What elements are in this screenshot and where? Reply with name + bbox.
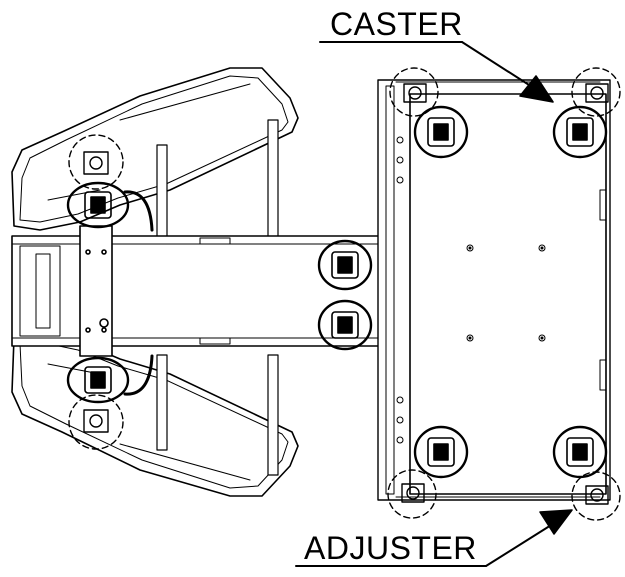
lower-wing: [11, 333, 299, 497]
caster: [413, 105, 469, 159]
hose: [123, 354, 154, 396]
adjuster: [68, 394, 124, 450]
adjuster: [389, 67, 439, 117]
caster-arrow: [519, 75, 554, 103]
caster: [413, 425, 469, 479]
platform-bolts: [466, 244, 546, 342]
adjuster-leader: [295, 509, 573, 567]
caster-label: CASTER: [330, 6, 463, 42]
wing-posts: [156, 119, 279, 476]
adjuster: [571, 67, 621, 117]
upper-wing: [11, 67, 299, 231]
adjuster-arrow: [539, 509, 573, 535]
caster-leader: [319, 41, 554, 103]
adjuster: [68, 134, 124, 190]
adjuster: [571, 471, 621, 521]
caster: [66, 181, 130, 229]
caster: [552, 425, 608, 479]
caster: [317, 239, 373, 291]
caster: [317, 299, 373, 351]
adjusters: [68, 67, 621, 521]
adjuster: [387, 469, 437, 519]
adjuster-label: ADJUSTER: [304, 530, 477, 566]
caster: [66, 356, 130, 404]
casters: [66, 105, 608, 479]
central-beam: [11, 225, 408, 357]
hose: [123, 190, 154, 232]
platform: [377, 79, 611, 501]
caster: [552, 105, 608, 159]
